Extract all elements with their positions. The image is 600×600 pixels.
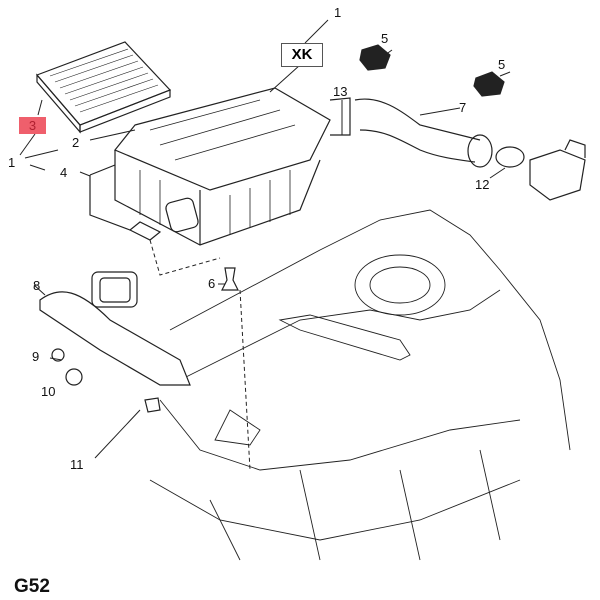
callout-13[interactable]: 13 xyxy=(333,84,348,99)
callout-7[interactable]: 7 xyxy=(459,100,467,115)
clips xyxy=(359,44,505,97)
highlighted-callout-3[interactable]: 3 xyxy=(19,117,46,134)
callout-1[interactable]: 1 xyxy=(334,5,342,20)
callout-9[interactable]: 9 xyxy=(32,349,40,364)
callout-5-top[interactable]: 5 xyxy=(381,31,389,46)
air-filter-element xyxy=(35,41,172,134)
callout-11[interactable]: 11 xyxy=(70,457,84,472)
leader-lines xyxy=(19,19,511,471)
variant-code-box: XK xyxy=(281,43,323,67)
callout-12[interactable]: 12 xyxy=(475,177,490,192)
body-panel xyxy=(149,209,571,561)
callout-8[interactable]: 8 xyxy=(33,278,41,293)
callout-10[interactable]: 10 xyxy=(41,384,56,399)
intake-hose xyxy=(329,97,525,168)
diagram-code: G52 xyxy=(14,576,50,597)
callout-6[interactable]: 6 xyxy=(208,276,216,291)
sensor xyxy=(529,139,586,201)
callout-5-right[interactable]: 5 xyxy=(498,57,506,72)
callout-4[interactable]: 4 xyxy=(60,165,68,180)
small-parts xyxy=(51,267,239,413)
callout-2[interactable]: 2 xyxy=(72,135,80,150)
intake-duct xyxy=(39,271,191,386)
air-filter-housing xyxy=(89,87,331,246)
callout-1-left[interactable]: 1 xyxy=(8,155,16,170)
